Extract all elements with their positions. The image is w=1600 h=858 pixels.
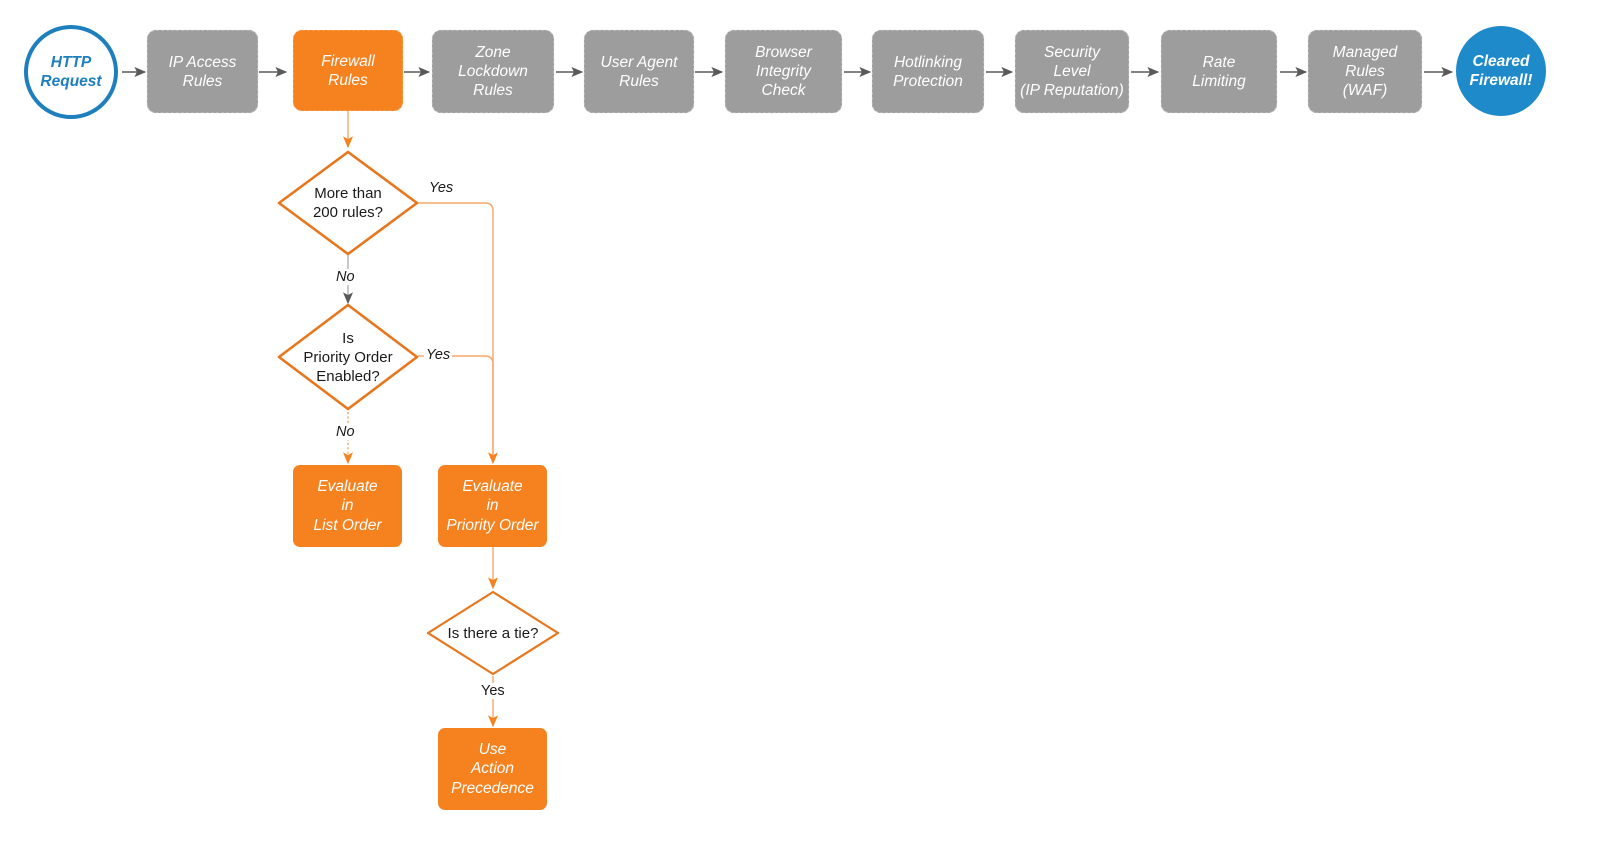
node-label: Rate Limiting xyxy=(1192,53,1246,90)
node-label: Firewall Rules xyxy=(321,52,375,89)
node-label: User Agent Rules xyxy=(600,53,678,90)
decision-more-than-200-rules[interactable]: More than 200 rules? xyxy=(276,149,420,257)
node-label: Security Level (IP Reputation) xyxy=(1020,44,1124,99)
node-label: IP Access Rules xyxy=(168,53,237,90)
decision-label: More than 200 rules? xyxy=(312,185,384,221)
node-rate-limiting[interactable]: Rate Limiting xyxy=(1161,30,1277,113)
decision-priority-order-enabled[interactable]: Is Priority Order Enabled? xyxy=(276,302,420,412)
node-ip-access-rules[interactable]: IP Access Rules xyxy=(147,30,258,113)
node-zone-lockdown-rules[interactable]: Zone Lockdown Rules xyxy=(432,30,554,113)
node-label: Cleared Firewall! xyxy=(1469,53,1533,89)
diamond-shape xyxy=(277,303,419,411)
diamond-shape xyxy=(277,150,419,256)
node-label: Evaluate in Priority Order xyxy=(446,477,539,534)
node-cleared-firewall[interactable]: Cleared Firewall! xyxy=(1456,26,1546,116)
diamond-shape xyxy=(426,590,560,676)
node-label: Zone Lockdown Rules xyxy=(458,44,528,99)
node-http-request[interactable]: HTTP Request xyxy=(24,25,118,119)
node-firewall-rules[interactable]: Firewall Rules xyxy=(293,30,403,111)
node-label: Use Action Precedence xyxy=(451,740,534,797)
node-user-agent-rules[interactable]: User Agent Rules xyxy=(584,30,694,113)
edge-label-priority-yes: Yes xyxy=(424,347,453,363)
node-label: Managed Rules (WAF) xyxy=(1332,44,1398,99)
node-label: Evaluate in List Order xyxy=(313,477,382,534)
result-evaluate-in-list-order[interactable]: Evaluate in List Order xyxy=(293,465,402,547)
result-use-action-precedence[interactable]: Use Action Precedence xyxy=(438,728,547,810)
decision-label: Is there a tie? xyxy=(447,624,539,642)
decision-label: Is Priority Order Enabled? xyxy=(303,329,393,385)
edge-label-priority-no: No xyxy=(334,424,357,440)
edge-label-tie-yes: Yes xyxy=(479,683,507,699)
node-label: HTTP Request xyxy=(40,54,102,90)
node-label: Hotlinking Protection xyxy=(893,53,963,90)
node-hotlinking-protection[interactable]: Hotlinking Protection xyxy=(872,30,984,113)
decision-is-there-a-tie[interactable]: Is there a tie? xyxy=(425,589,561,677)
edge-label-rules-yes: Yes xyxy=(427,180,456,196)
node-label: Browser Integrity Check xyxy=(755,44,812,99)
node-browser-integrity-check[interactable]: Browser Integrity Check xyxy=(725,30,842,113)
node-managed-rules-waf[interactable]: Managed Rules (WAF) xyxy=(1308,30,1422,113)
result-evaluate-in-priority-order[interactable]: Evaluate in Priority Order xyxy=(438,465,547,547)
node-security-level[interactable]: Security Level (IP Reputation) xyxy=(1015,30,1129,113)
edge-label-rules-no: No xyxy=(334,269,357,285)
